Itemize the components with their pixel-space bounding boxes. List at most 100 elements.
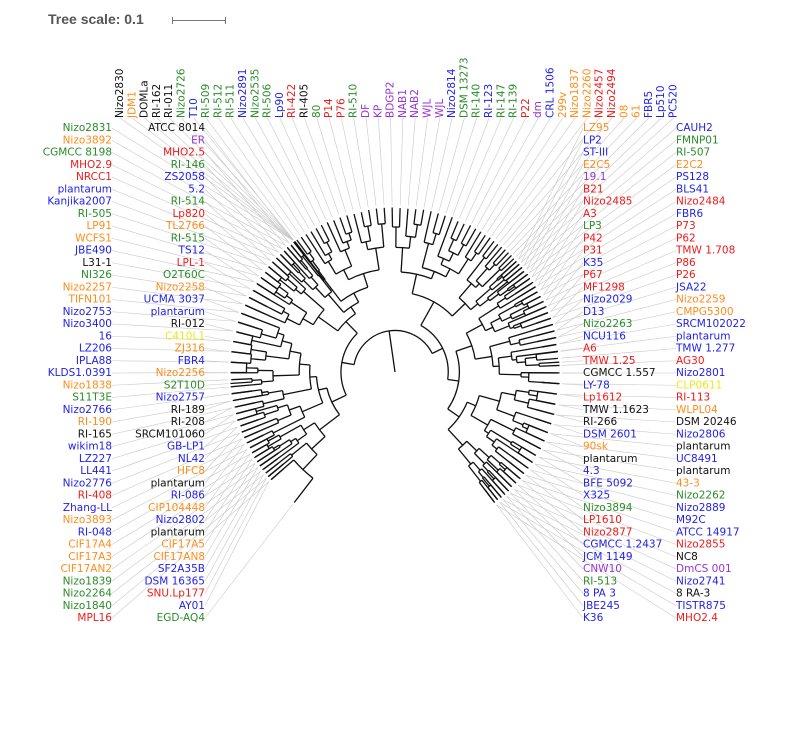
leader-line [111,323,234,332]
branch-line [448,252,454,262]
leader-line [111,237,259,277]
leader-line [399,117,404,206]
leader-line [204,176,279,253]
branch-line [241,423,262,433]
branch-line [486,436,495,443]
leader-line [431,117,453,210]
branch-line [501,316,512,322]
branch-line [500,258,515,272]
branch-line [273,374,300,377]
branch-line [346,241,351,249]
branch-line [541,343,557,348]
leader-line [534,188,677,282]
branch-line [529,389,557,395]
branch-line [302,255,319,277]
leaf-label: LL441 [80,465,112,477]
leaf-label: ATCC 14917 [676,526,740,538]
leader-line [168,117,294,240]
branch-line [535,330,555,337]
branch-line [350,306,357,315]
branch-line [250,358,266,361]
leaf-label: 299v [557,92,569,118]
leader-line [204,407,233,423]
branch-line [362,273,369,288]
leader-line [111,426,238,472]
leader-line [111,274,247,297]
branch-line [468,465,482,482]
leaf-label: RI-513 [583,575,617,587]
branch-line [275,291,286,299]
branch-line [496,270,525,293]
branch-line [523,422,549,434]
leaf-label: UC8491 [676,453,718,465]
branch-line [264,409,279,416]
leader-line [204,449,248,508]
branch-line [440,258,445,265]
branch-line [528,393,538,397]
leaf-label: C410L1 [165,330,205,342]
branch-line [303,422,315,431]
branch-line [250,348,267,353]
leaf-labels: EGD-AQ4MPL16AY01Nizo1840SNU.Lp177Nizo226… [43,57,746,624]
branch-line [466,257,485,281]
branch-line [466,440,478,452]
branch-line [475,267,488,282]
leader-line [204,400,231,411]
leaf-label: RI-515 [171,232,205,244]
branch-line [310,276,319,286]
branch-line [327,253,333,260]
leader-line [328,117,354,211]
branch-line [511,440,537,456]
branch-line [252,379,262,381]
branch-line [470,414,489,426]
branch-line [539,364,560,367]
branch-line [498,355,512,359]
leaf-label: M92C [676,514,706,526]
leader-line [476,117,539,227]
leader-line [550,433,584,447]
branch-line [516,389,530,394]
leader-line [111,311,236,322]
branch-line [283,388,312,396]
branch-line [512,433,522,440]
branch-line [290,437,296,443]
branch-line [311,436,326,450]
branch-line [504,278,530,297]
leaf-label: L31-1 [82,257,112,269]
branch-line [305,234,326,265]
branch-line [343,269,350,280]
leaf-label: TMW 1.25 [582,355,636,367]
leader-line [204,238,259,277]
branch-line [279,279,295,292]
leaf-label: NAB2 [409,89,421,118]
branch-line [230,361,251,364]
branch-line [296,433,307,442]
branch-line [528,380,542,384]
branch-line [381,223,385,248]
branch-line [400,247,404,273]
branch-line [509,305,529,316]
branch-line [311,260,321,271]
branch-line [455,345,473,352]
branch-line [488,469,510,492]
branch-line [486,459,499,471]
branch-line [302,290,325,311]
branch-line [473,452,486,465]
leader-line [556,299,677,331]
leaf-label: TMW 1.708 [675,245,735,257]
leaf-label: EGD-AQ4 [157,612,206,624]
leader-line [513,488,584,557]
leaf-label: Nizo1840 [63,600,112,612]
leader-line [111,400,231,423]
branch-line [346,215,353,233]
branch-line [481,479,499,501]
leaf-label: CRL 1506 [545,67,557,118]
leader-line [111,188,275,257]
leader-line [518,127,584,260]
leaf-label: Nizo2753 [63,306,112,318]
leaf-label: NI326 [81,269,112,281]
branch-line [502,264,520,279]
leader-line [513,488,677,558]
branch-line [353,213,363,244]
leader-line [530,469,584,508]
